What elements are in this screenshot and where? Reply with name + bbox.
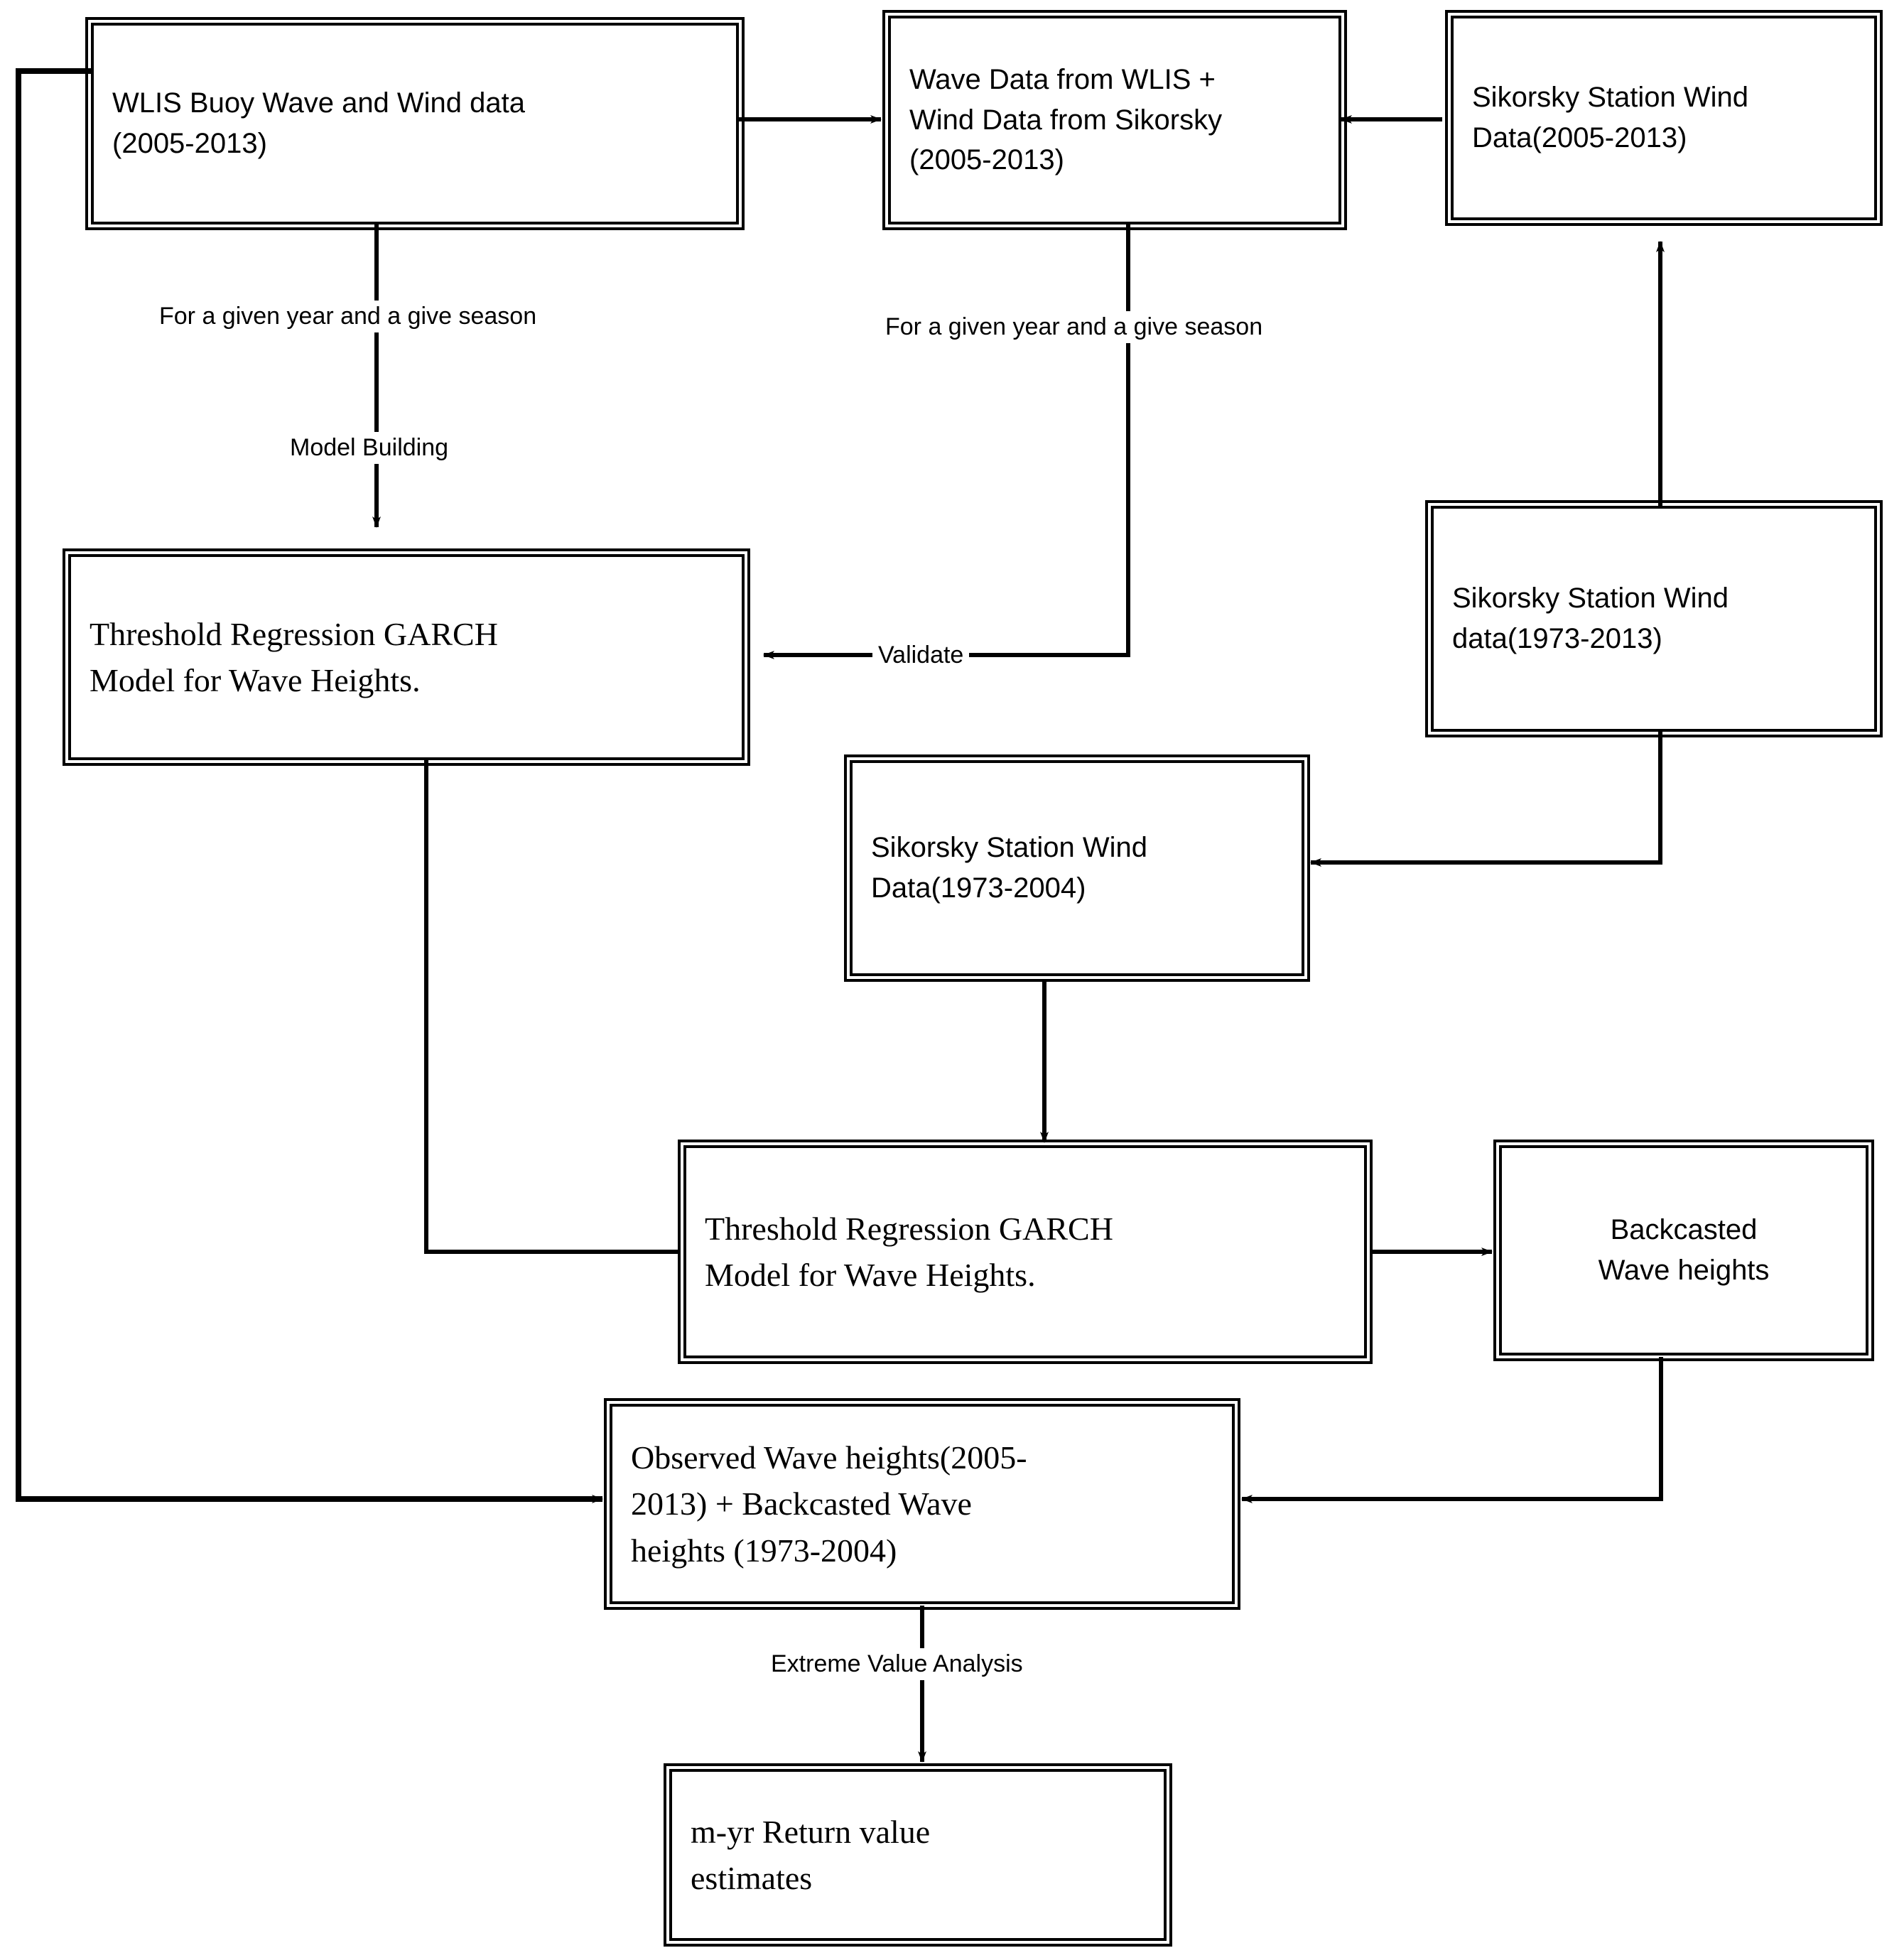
edge-sikorsky7313-to-sikorsky7304 — [1310, 732, 1662, 867]
node-return-value-estimates[interactable]: m-yr Return value estimates — [664, 1763, 1172, 1947]
node-wlis-buoy[interactable]: WLIS Buoy Wave and Wind data (2005-2013) — [85, 17, 745, 230]
node-garch-model-1[interactable]: Threshold Regression GARCH Model for Wav… — [63, 548, 750, 766]
node-sikorsky-1973-2004[interactable]: Sikorsky Station Wind Data(1973-2004) — [844, 754, 1310, 982]
node-observed-plus-backcasted[interactable]: Observed Wave heights(2005- 2013) + Back… — [604, 1398, 1240, 1610]
edge-label-given-year-season-left: For a given year and a give season — [153, 301, 543, 332]
node-sikorsky-2005-2013[interactable]: Sikorsky Station Wind Data(2005-2013) — [1445, 10, 1883, 226]
node-wlis-buoy-label: WLIS Buoy Wave and Wind data (2005-2013) — [112, 87, 526, 159]
node-sikorsky-2005-2013-label: Sikorsky Station Wind Data(2005-2013) — [1472, 82, 1749, 153]
node-wave-data-wlis-sikorsky-label: Wave Data from WLIS + Wind Data from Sik… — [909, 63, 1223, 176]
node-garch-model-2[interactable]: Threshold Regression GARCH Model for Wav… — [678, 1140, 1373, 1364]
node-backcasted-wave-heights[interactable]: Backcasted Wave heights — [1493, 1140, 1874, 1361]
edge-label-model-building: Model Building — [284, 432, 455, 464]
node-backcasted-wave-heights-label: Backcasted Wave heights — [1598, 1214, 1770, 1286]
node-observed-plus-backcasted-label: Observed Wave heights(2005- 2013) + Back… — [631, 1439, 1027, 1569]
node-sikorsky-1973-2004-label: Sikorsky Station Wind Data(1973-2004) — [871, 832, 1148, 904]
edge-garch1-to-garch2 — [424, 760, 681, 1254]
edge-wavedata-to-garch1 — [763, 224, 1130, 659]
node-sikorsky-1973-2013[interactable]: Sikorsky Station Wind data(1973-2013) — [1425, 500, 1883, 737]
edge-wlis-to-observed — [16, 68, 603, 1503]
edge-label-validate: Validate — [872, 639, 970, 671]
node-garch-model-2-label: Threshold Regression GARCH Model for Wav… — [705, 1210, 1113, 1293]
edge-label-given-year-season-right: For a given year and a give season — [880, 311, 1269, 343]
node-return-value-estimates-label: m-yr Return value estimates — [691, 1813, 931, 1896]
node-sikorsky-1973-2013-label: Sikorsky Station Wind data(1973-2013) — [1452, 583, 1729, 654]
edge-backcasted-to-observed — [1241, 1357, 1663, 1503]
node-garch-model-1-label: Threshold Regression GARCH Model for Wav… — [90, 615, 498, 698]
edge-label-extreme-value-analysis: Extreme Value Analysis — [765, 1648, 1029, 1680]
node-wave-data-wlis-sikorsky[interactable]: Wave Data from WLIS + Wind Data from Sik… — [882, 10, 1347, 230]
